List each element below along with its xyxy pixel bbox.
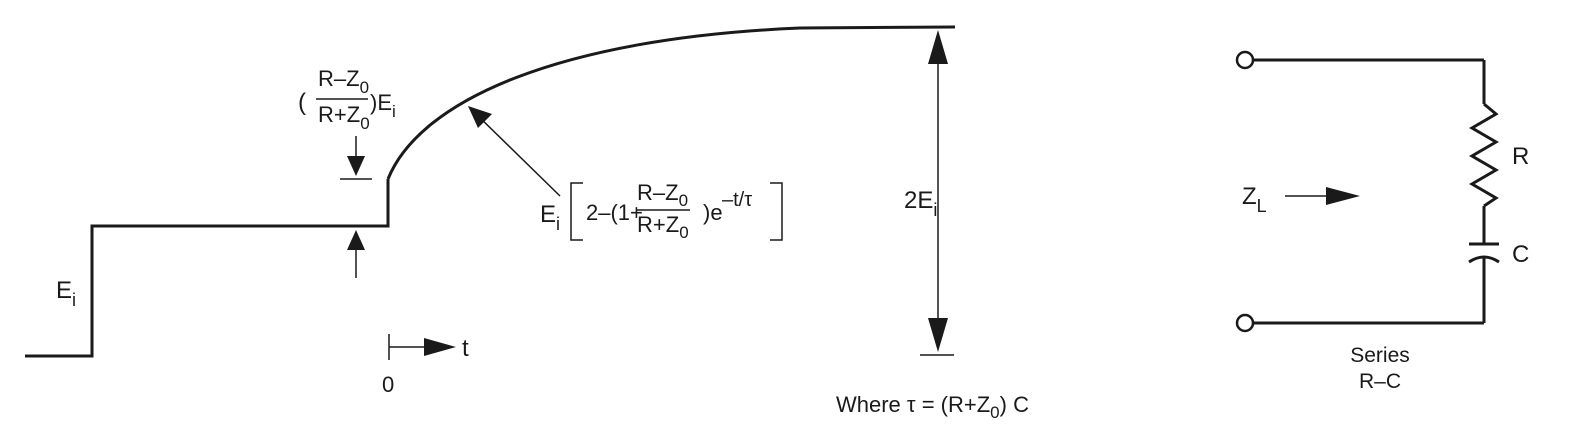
curve-label-exponent: –t/τ bbox=[722, 189, 752, 211]
height-label: 2Ei bbox=[904, 187, 937, 220]
jump-label-close: )Ei bbox=[370, 90, 396, 121]
circuit-caption-line1: Series bbox=[1350, 344, 1410, 367]
step-label: Ei bbox=[56, 277, 76, 310]
capacitor-label: C bbox=[1512, 241, 1529, 268]
bracket-right bbox=[770, 182, 783, 241]
time-zero-label: 0 bbox=[382, 372, 394, 397]
curve-leader-line bbox=[473, 111, 561, 197]
circuit-caption-line2: R–C bbox=[1359, 370, 1401, 393]
terminal-top bbox=[1235, 50, 1255, 70]
waveform bbox=[25, 25, 956, 360]
impedance-label: ZL bbox=[1242, 183, 1267, 216]
curve-label: Ei 2–(1+ R–Z0 R+Z0 )e –t/τ bbox=[540, 180, 752, 242]
curve-leader-head bbox=[468, 106, 492, 128]
series-rc-circuit bbox=[1235, 50, 1500, 333]
time-arrow-head bbox=[424, 338, 456, 356]
where-label: Where τ = (R+Z0) C bbox=[836, 392, 1029, 422]
curve-label-ei: Ei bbox=[540, 201, 560, 234]
height-arrow-top bbox=[928, 30, 948, 64]
jump-arrow-down-head bbox=[347, 156, 365, 176]
resistor-zigzag bbox=[1469, 102, 1499, 208]
terminal-bottom bbox=[1235, 313, 1255, 333]
height-arrow-bottom bbox=[928, 318, 948, 352]
exponential-rise-curve bbox=[386, 25, 956, 180]
jump-label: ( R–Z0 R+Z0 )Ei bbox=[298, 66, 396, 133]
curve-label-prefix: 2–(1+ bbox=[586, 200, 643, 225]
time-label: t bbox=[462, 335, 469, 362]
curve-label-numerator: R–Z0 bbox=[637, 180, 688, 210]
jump-label-open-paren: ( bbox=[298, 89, 306, 116]
resistor-label: R bbox=[1512, 143, 1529, 170]
impedance-arrow-head bbox=[1326, 187, 1360, 205]
bracket-left bbox=[570, 182, 583, 241]
jump-label-numerator: R–Z0 bbox=[318, 66, 369, 97]
curve-label-denominator: R+Z0 bbox=[637, 212, 689, 242]
jump-arrow-up-head bbox=[347, 230, 365, 250]
step-waveform-line bbox=[25, 179, 390, 358]
jump-label-denominator: R+Z0 bbox=[318, 102, 370, 133]
curve-label-suffix: )e bbox=[703, 200, 723, 225]
